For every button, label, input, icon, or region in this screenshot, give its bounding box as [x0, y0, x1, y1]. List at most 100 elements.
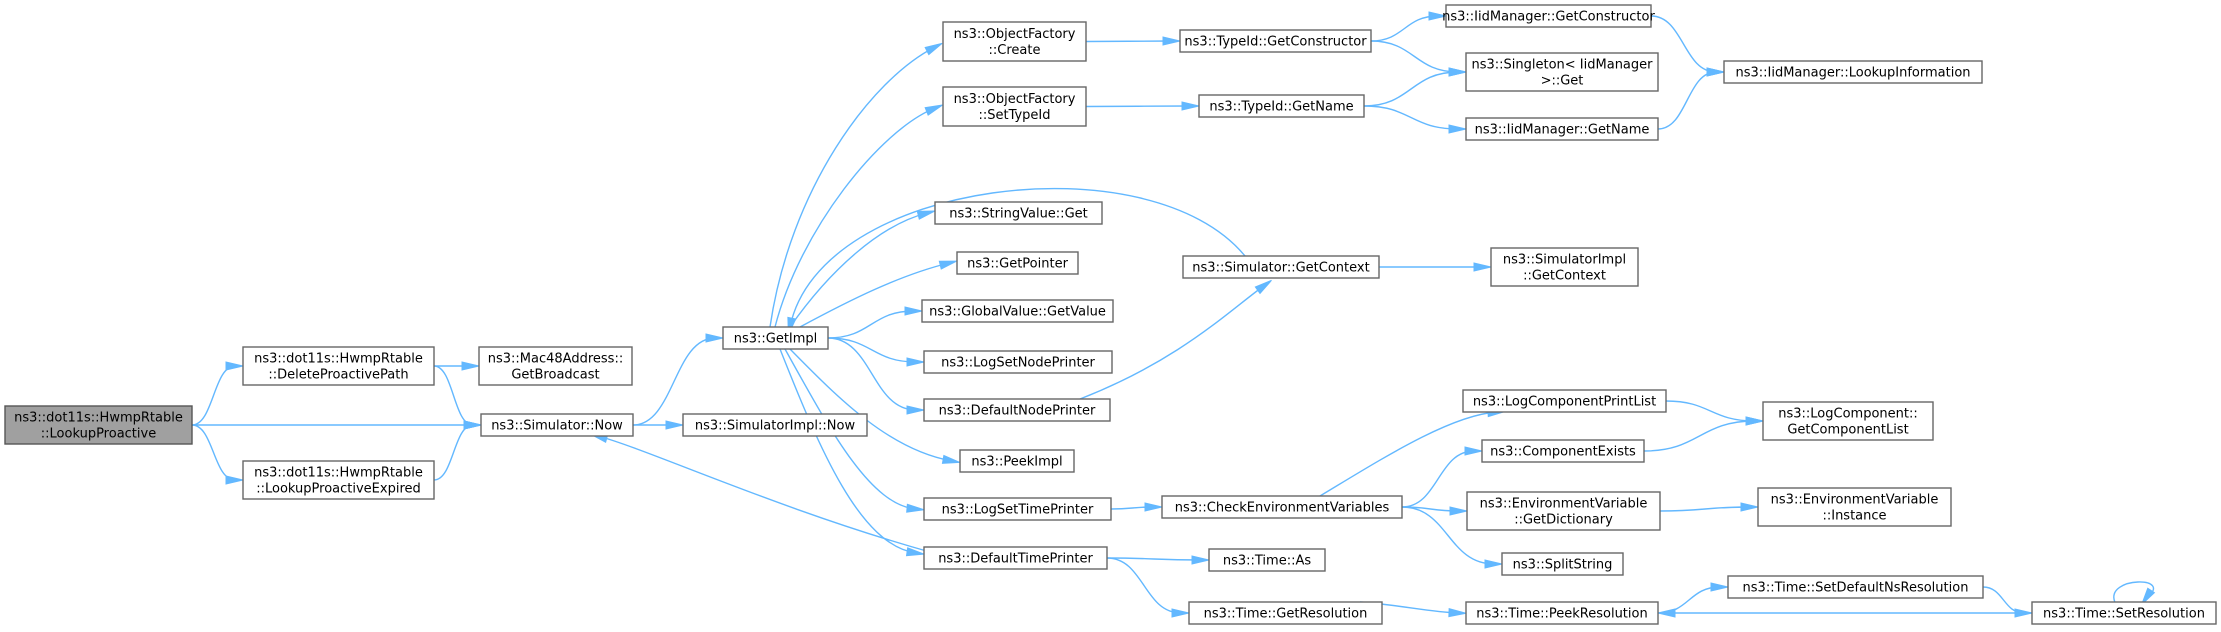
node-time-as[interactable]: ns3::Time::As [1208, 548, 1326, 572]
node-envvar-instance[interactable]: ns3::EnvironmentVariable::Instance [1757, 487, 1952, 527]
node-stringvalue-get[interactable]: ns3::StringValue::Get [934, 201, 1103, 225]
node-box[interactable] [1179, 29, 1372, 53]
node-peek-impl[interactable]: ns3::PeekImpl [959, 449, 1075, 473]
node-box[interactable] [682, 413, 868, 437]
node-box[interactable] [1198, 94, 1365, 118]
node-box[interactable] [923, 546, 1108, 570]
edge-typeid-get-constructor-to-iidmanager-get-constructor [1370, 15, 1439, 42]
node-default-node-printer[interactable]: ns3::DefaultNodePrinter [923, 398, 1111, 422]
node-box[interactable] [1208, 548, 1326, 572]
node-time-set-resolution[interactable]: ns3::Time::SetResolution [2031, 601, 2217, 625]
edge-get-impl-to-peek-impl-arrowhead [941, 454, 961, 464]
node-iidmanager-get-name[interactable]: ns3::IidManager::GetName [1465, 117, 1659, 141]
node-box[interactable] [2031, 601, 2217, 625]
edge-get-impl-to-globalvalue-getvalue-arrowhead [904, 306, 923, 316]
node-component-exists[interactable]: ns3::ComponentExists [1481, 439, 1645, 463]
node-box[interactable] [1727, 575, 1984, 599]
node-objectfactory-create[interactable]: ns3::ObjectFactory::Create [942, 21, 1087, 62]
edge-default-time-printer-to-time-get-resolution [1106, 557, 1182, 614]
node-box[interactable] [959, 449, 1075, 473]
node-box[interactable] [1465, 117, 1659, 141]
node-typeid-get-constructor[interactable]: ns3::TypeId::GetConstructor [1179, 29, 1372, 53]
node-box[interactable] [1188, 601, 1383, 625]
node-box[interactable] [1481, 439, 1645, 463]
node-objectfactory-settypeid[interactable]: ns3::ObjectFactory::SetTypeId [942, 86, 1087, 127]
node-split-string[interactable]: ns3::SplitString [1501, 552, 1624, 576]
node-box[interactable] [1762, 401, 1934, 441]
node-label: ns3::LogSetTimePrinter [942, 503, 1094, 518]
node-delete-proactive-path[interactable]: ns3::dot11s::HwmpRtable::DeleteProactive… [242, 346, 435, 386]
edge-component-exists-to-logcomponent-get-component-list [1643, 420, 1756, 452]
node-simulatorimpl-now[interactable]: ns3::SimulatorImpl::Now [682, 413, 868, 437]
node-box[interactable] [1723, 60, 1983, 84]
node-time-set-default-ns-resolution[interactable]: ns3::Time::SetDefaultNsResolution [1727, 575, 1984, 599]
node-log-set-time-printer[interactable]: ns3::LogSetTimePrinter [923, 497, 1112, 521]
node-box[interactable] [942, 86, 1087, 127]
edge-lookup-proactive-expired-to-simulator-now-arrowhead [463, 420, 482, 430]
node-box[interactable] [956, 251, 1079, 275]
node-box[interactable] [1465, 601, 1659, 625]
node-box[interactable] [242, 460, 435, 500]
node-globalvalue-getvalue[interactable]: ns3::GlobalValue::GetValue [921, 299, 1114, 323]
node-envvar-get-dictionary[interactable]: ns3::EnvironmentVariable::GetDictionary [1466, 491, 1661, 531]
edge-iidmanager-get-name-to-iidmanager-lookup-information-arrowhead [1706, 67, 1725, 77]
node-box[interactable] [1182, 255, 1380, 279]
edge-get-impl-to-log-set-time-printer-arrowhead [906, 503, 925, 513]
edge-get-impl-to-objectfactory-settypeid [774, 107, 936, 328]
node-label: ns3::Simulator::Now [491, 419, 623, 434]
node-box[interactable] [1445, 4, 1652, 28]
node-box[interactable] [942, 21, 1087, 62]
node-box[interactable] [4, 405, 193, 445]
node-box[interactable] [480, 413, 634, 437]
node-label: ns3::Time::As [1223, 554, 1312, 569]
node-simulator-get-context[interactable]: ns3::Simulator::GetContext [1182, 255, 1380, 279]
node-box[interactable] [478, 346, 633, 386]
node-simulator-now[interactable]: ns3::Simulator::Now [480, 413, 634, 437]
node-time-get-resolution[interactable]: ns3::Time::GetResolution [1188, 601, 1383, 625]
node-label: ::SetTypeId [978, 108, 1050, 123]
node-box[interactable] [242, 346, 435, 386]
node-label: ns3::dot11s::HwmpRtable [254, 352, 423, 367]
node-lookup-proactive-expired[interactable]: ns3::dot11s::HwmpRtable::LookupProactive… [242, 460, 435, 500]
node-log-set-node-printer[interactable]: ns3::LogSetNodePrinter [923, 350, 1113, 374]
node-label: ns3::GetPointer [967, 257, 1068, 272]
node-box[interactable] [1465, 52, 1659, 92]
node-label: ns3::StringValue::Get [949, 207, 1087, 222]
node-box[interactable] [923, 350, 1113, 374]
node-root[interactable]: ns3::dot11s::HwmpRtable::LookupProactive [4, 405, 193, 445]
node-simulatorimpl-get-context[interactable]: ns3::SimulatorImpl::GetContext [1490, 247, 1639, 287]
node-box[interactable] [923, 398, 1111, 422]
node-default-time-printer[interactable]: ns3::DefaultTimePrinter [923, 546, 1108, 570]
node-singleton-get[interactable]: ns3::Singleton< IidManager>::Get [1465, 52, 1659, 92]
edge-get-impl-to-default-time-printer [779, 348, 917, 554]
node-box[interactable] [1466, 491, 1661, 531]
node-get-pointer[interactable]: ns3::GetPointer [956, 251, 1079, 275]
node-box[interactable] [1490, 247, 1639, 287]
node-label: ns3::IidManager::GetConstructor [1442, 10, 1655, 25]
edge-get-impl-to-default-node-printer-arrowhead [906, 405, 925, 415]
node-box[interactable] [1161, 495, 1403, 519]
edge-simulator-get-context-to-simulatorimpl-get-context-arrowhead [1473, 262, 1492, 272]
node-box[interactable] [1462, 389, 1667, 413]
node-label: ns3::GetImpl [734, 332, 818, 347]
node-label: ns3::LogSetNodePrinter [941, 356, 1095, 371]
node-box[interactable] [1501, 552, 1624, 576]
node-mac48-get-broadcast[interactable]: ns3::Mac48Address::GetBroadcast [478, 346, 633, 386]
node-iidmanager-lookup-information[interactable]: ns3::IidManager::LookupInformation [1723, 60, 1983, 84]
node-get-impl[interactable]: ns3::GetImpl [722, 326, 829, 350]
node-box[interactable] [921, 299, 1114, 323]
node-time-peek-resolution[interactable]: ns3::Time::PeekResolution [1465, 601, 1659, 625]
node-log-component-print-list[interactable]: ns3::LogComponentPrintList [1462, 389, 1667, 413]
node-box[interactable] [722, 326, 829, 350]
node-logcomponent-get-component-list[interactable]: ns3::LogComponent::GetComponentList [1762, 401, 1934, 441]
node-box[interactable] [923, 497, 1112, 521]
edge-time-get-resolution-to-time-peek-resolution-arrowhead [1448, 608, 1467, 618]
node-label: ns3::Time::SetDefaultNsResolution [1743, 581, 1969, 596]
edge-default-time-printer-to-time-as-arrowhead [1191, 555, 1210, 565]
edge-typeid-get-constructor-to-singleton-get [1370, 40, 1459, 73]
node-typeid-get-name[interactable]: ns3::TypeId::GetName [1198, 94, 1365, 118]
node-check-env-vars[interactable]: ns3::CheckEnvironmentVariables [1161, 495, 1403, 519]
node-iidmanager-get-constructor[interactable]: ns3::IidManager::GetConstructor [1442, 4, 1655, 28]
node-box[interactable] [934, 201, 1103, 225]
node-box[interactable] [1757, 487, 1952, 527]
